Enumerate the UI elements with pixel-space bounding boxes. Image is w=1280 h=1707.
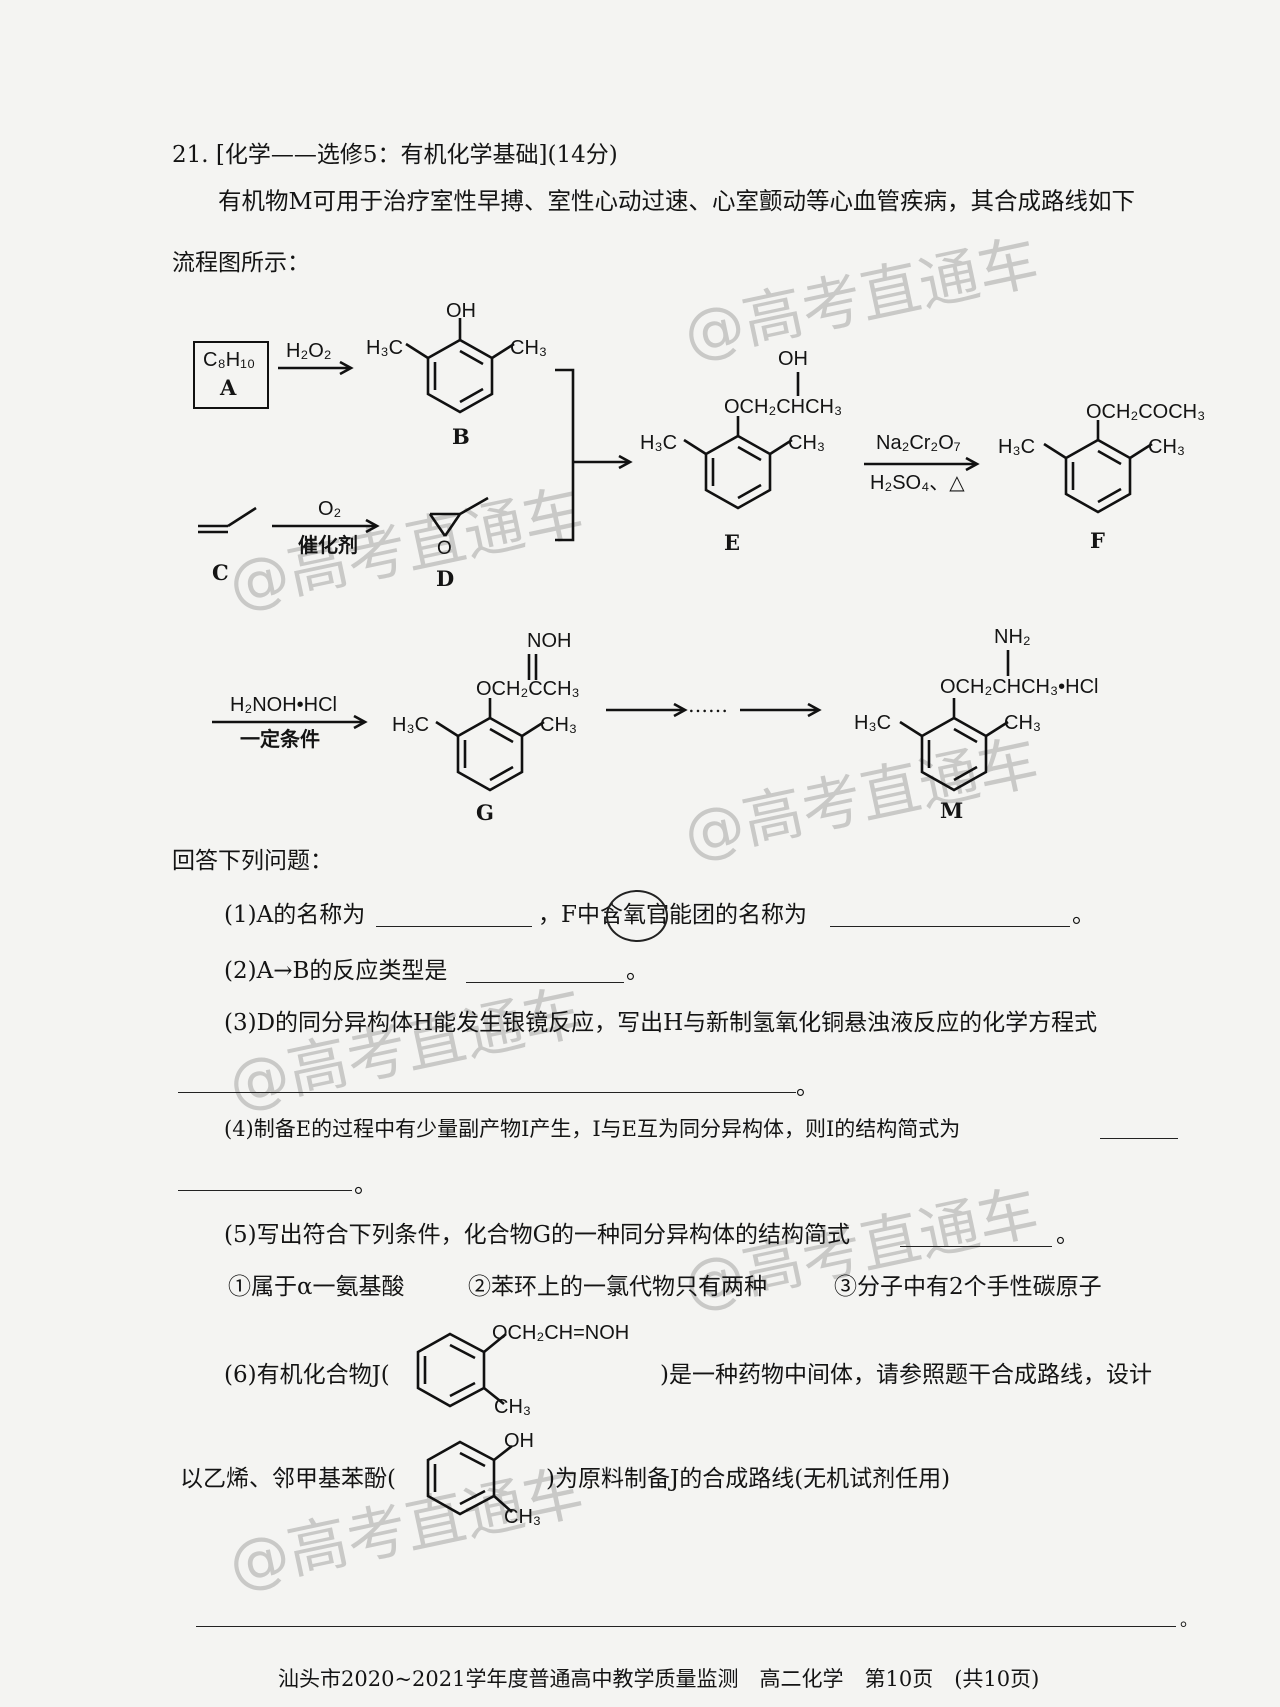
watermark: @高考直通车: [677, 227, 1045, 371]
question-5-answer-blank[interactable]: [900, 1246, 1052, 1247]
handwritten-circle-annotation: [606, 890, 668, 942]
reagent-A-to-B: H₂O₂: [286, 340, 332, 362]
question-5-condition-1: ①属于α一氨基酸: [228, 1274, 405, 1300]
question-intro-2: 流程图所示：: [172, 250, 310, 276]
question-6-text-d: )为原料制备J的合成路线(无机试剂任用): [546, 1466, 951, 1492]
compound-G-NOH: NOH: [527, 630, 572, 652]
compound-E-label: E: [724, 530, 741, 555]
reagent-E-to-F-top: Na₂Cr₂O₇: [876, 432, 961, 454]
compound-E-chain: OCH₂CHCH₃: [724, 396, 843, 418]
question-6-text-b: )是一种药物中间体，请参照题干合成路线，设计: [660, 1362, 1152, 1388]
question-2-text: (2)A→B的反应类型是: [224, 958, 448, 984]
reagent-F-to-G-bottom: 一定条件: [240, 727, 320, 751]
compound-M-structure: [899, 698, 1009, 792]
compound-G-label: G: [476, 800, 494, 825]
compound-A-label: A: [220, 375, 237, 400]
compound-M-NH2: NH₂: [994, 626, 1031, 648]
compound-E-OH: OH: [778, 348, 808, 370]
question-1-answer-blank-a[interactable]: [376, 926, 532, 927]
question-4-end: 。: [354, 1172, 377, 1198]
question-2-answer-blank[interactable]: [466, 982, 624, 983]
compound-M-CH3-right: CH₃: [1004, 712, 1042, 734]
compound-D-label: D: [436, 566, 455, 591]
question-6-answer-blank[interactable]: [196, 1626, 1176, 1627]
watermark: @高考直通车: [222, 977, 590, 1121]
compound-B-structure: [405, 318, 515, 414]
compound-G-CH3-right: CH₃: [540, 714, 578, 736]
question-3-answer-blank[interactable]: [178, 1092, 796, 1093]
compound-F-structure: [1043, 420, 1153, 514]
compound-o-cresol-structure: [426, 1440, 513, 1516]
compound-F-label: F: [1090, 528, 1105, 553]
question-intro: 有机物M可用于治疗室性早搏、室性心动过速、心室颤动等心血管疾病，其合成路线如下: [218, 187, 1136, 215]
compound-J-chain: OCH₂CH=NOH: [492, 1322, 630, 1344]
compound-C-structure: [198, 506, 257, 534]
question-3-end: 。: [796, 1074, 819, 1100]
compound-A-formula: C₈H₁₀: [203, 349, 256, 371]
compound-E-structure: [683, 416, 793, 510]
reagent-C-to-D-top: O₂: [318, 498, 342, 520]
compound-F-CH3-left: H₃C: [998, 436, 1036, 458]
compound-E-CH3-left: H₃C: [640, 432, 678, 454]
arrow-F-to-G: [212, 714, 368, 730]
arrow-C-to-D: [272, 518, 380, 534]
compound-C-label: C: [212, 560, 229, 585]
compound-M-label: M: [940, 798, 964, 823]
compound-D-O: O: [437, 538, 452, 559]
question-1-end: 。: [1072, 902, 1095, 928]
arrow-G-to-M-dots: ……: [688, 693, 728, 717]
compound-J-CH3: CH₃: [494, 1396, 532, 1418]
compound-D-structure: [428, 496, 489, 537]
compound-M-chain: OCH₂CHCH₃•HCl: [940, 676, 1099, 698]
compound-B-OH: OH: [446, 300, 476, 322]
reagent-C-to-D-bottom: 催化剂: [298, 533, 358, 557]
reagent-E-to-F-bottom: H₂SO₄、△: [870, 472, 965, 494]
question-4-answer-blank-a[interactable]: [1100, 1138, 1178, 1139]
page-footer: 汕头市2020~2021学年度普通高中教学质量监测 高二化学 第10页 (共10…: [278, 1667, 1040, 1691]
compound-F-CH3-right: CH₃: [1148, 436, 1186, 458]
question-5-end: 。: [1056, 1222, 1079, 1248]
compound-M-N-bond: [1006, 650, 1010, 676]
question-2-end: 。: [626, 958, 649, 984]
arrow-A-to-B: [278, 360, 354, 376]
watermark: @高考直通车: [222, 477, 590, 621]
compound-G-chain: OCH₂CCH₃: [476, 678, 580, 700]
question-1-answer-blank-b[interactable]: [830, 926, 1070, 927]
compound-G-CH3-left: H₃C: [392, 714, 430, 736]
question-4-text: (4)制备E的过程中有少量副产物I产生，I与E互为同分异构体，则I的结构简式为: [224, 1117, 961, 1141]
compound-G-CN-double-bond: [527, 654, 538, 680]
question-6-end: 。: [1180, 1610, 1198, 1631]
compound-E-OH-bond: [796, 372, 800, 396]
arrow-G-to-M: [606, 702, 822, 718]
question-5-text: (5)写出符合下列条件，化合物G的一种同分异构体的结构简式: [224, 1222, 850, 1248]
compound-o-cresol-OH: OH: [504, 1430, 534, 1452]
bracket-B-D-to-E: [555, 368, 633, 542]
compound-o-cresol-CH3: CH₃: [504, 1506, 542, 1528]
compound-G-structure: [435, 698, 545, 792]
compound-B-label: B: [452, 424, 470, 449]
compound-E-CH3-right: CH₃: [788, 432, 826, 454]
compound-J-structure: [416, 1332, 507, 1408]
question-1-text: (1)A的名称为: [224, 902, 366, 928]
compound-M-CH3-left: H₃C: [854, 712, 892, 734]
compound-B-CH3-left: H₃C: [366, 337, 404, 359]
question-1-text-b: ，F中含氧官能团的名称为: [538, 902, 807, 928]
question-4-answer-blank-b[interactable]: [178, 1190, 352, 1191]
compound-A-box: [193, 341, 269, 409]
question-5-condition-2: ②苯环上的一氯代物只有两种: [468, 1274, 767, 1300]
compound-F-chain: OCH₂COCH₃: [1086, 401, 1206, 423]
reagent-F-to-G-top: H₂NOH•HCl: [230, 694, 337, 716]
question-6-text-c: 以乙烯、邻甲基苯酚(: [180, 1466, 396, 1492]
question-6-text-a: (6)有机化合物J(: [224, 1362, 390, 1388]
arrow-E-to-F: [864, 456, 980, 472]
question-5-condition-3: ③分子中有2个手性碳原子: [834, 1274, 1102, 1300]
question-header: 21. [化学——选修5：有机化学基础](14分): [172, 142, 618, 168]
compound-B-CH3-right: CH₃: [510, 337, 548, 359]
answers-prompt: 回答下列问题：: [172, 848, 333, 874]
question-3-text: (3)D的同分异构体H能发生银镜反应，写出H与新制氢氧化铜悬浊液反应的化学方程式: [224, 1010, 1098, 1036]
